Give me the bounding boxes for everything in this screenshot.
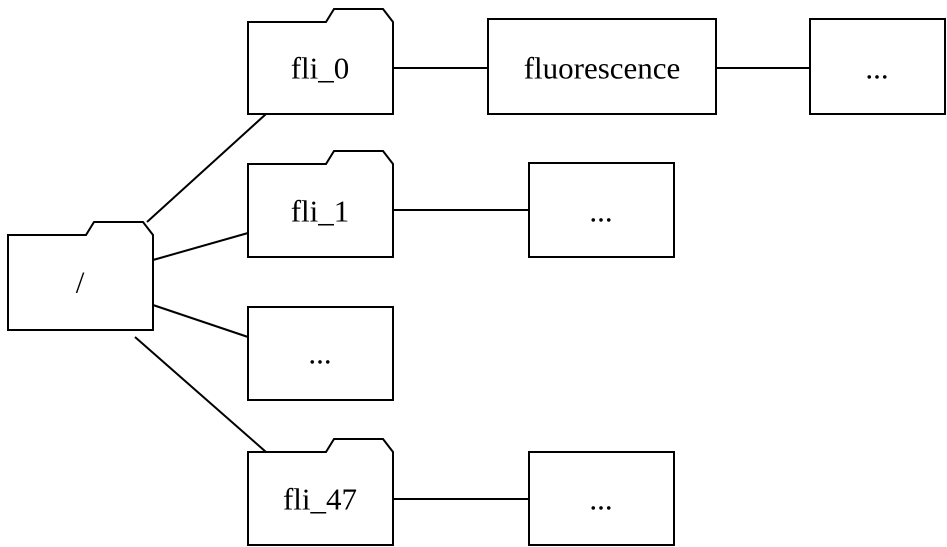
edge-root-fli-1 <box>152 232 249 261</box>
edge-root-ellipsis <box>152 304 249 338</box>
node-label-fli-0: fli_0 <box>291 51 350 86</box>
node-label-fli-1-more: ... <box>589 194 612 229</box>
node-label-fli-0-more: ... <box>865 51 888 86</box>
edges <box>134 67 810 500</box>
box-node-fli-47-more: ... <box>528 451 675 546</box>
folder-icon <box>247 438 394 546</box>
folder-icon <box>247 8 394 115</box>
folder-icon <box>247 150 394 258</box>
box-node-fluorescence: fluorescence <box>487 18 717 115</box>
box-shape <box>487 18 717 115</box>
box-node-ellipsis: ... <box>247 306 394 401</box>
folder-node-fli-0: fli_0 <box>247 8 394 115</box>
node-label-fluorescence: fluorescence <box>524 51 681 86</box>
folder-icon <box>7 221 154 331</box>
folder-node-fli-47: fli_47 <box>247 438 394 546</box>
node-label-fli-47: fli_47 <box>283 482 357 517</box>
box-node-fli-0-more: ... <box>809 18 946 115</box>
node-label-ellipsis: ... <box>308 336 331 371</box>
box-shape <box>809 18 946 115</box>
box-node-fli-1-more: ... <box>528 162 675 258</box>
node-label-root: / <box>76 265 85 300</box>
node-label-fli-47-more: ... <box>589 482 612 517</box>
box-shape <box>247 306 394 401</box>
folder-node-root: / <box>7 221 154 331</box>
box-shape <box>528 451 675 546</box>
node-label-fli-1: fli_1 <box>291 194 350 229</box>
edge-root-fli-0 <box>146 113 267 223</box>
folder-node-fli-1: fli_1 <box>247 150 394 258</box>
edge-root-fli-47 <box>134 336 267 453</box>
box-shape <box>528 162 675 258</box>
